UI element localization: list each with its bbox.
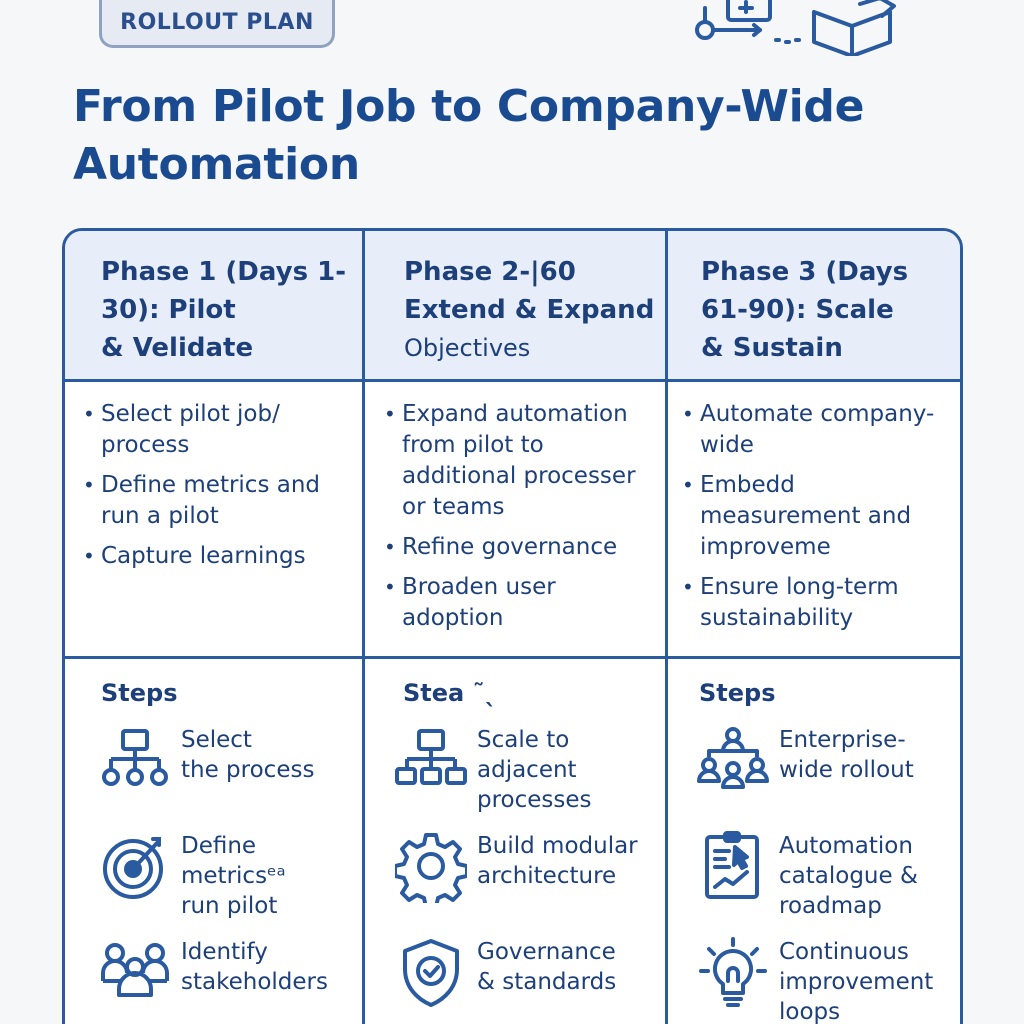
step-label: Enterprise- wide rollout (779, 727, 914, 783)
phase-2-heading: Phase 2-|60 Extend & Expand (404, 257, 655, 325)
rollout-plan-badge: ROLLOUT PLAN (99, 0, 335, 48)
list-item: Define metrics and run a pilot (83, 470, 341, 532)
header-divider (65, 379, 960, 382)
step-label: Define metricsᵉᵃ run pilot (181, 833, 286, 919)
step-label: Automation catalogue & roadmap (779, 833, 918, 919)
step-label: Continuous improvement loops (779, 939, 934, 1024)
phase-2-steps-label: Stea ˜ˎ (403, 679, 497, 707)
automation-flow-icon (695, 0, 896, 56)
column-divider-1 (362, 231, 365, 1024)
phase-1-objectives: Select pilot job/ process Define metrics… (83, 399, 341, 581)
list-item: Select pilot job/ process (83, 399, 341, 461)
org-chart-icon (102, 729, 168, 786)
step-label: Governance & standards (477, 939, 617, 995)
step-governance: Governance & standards (395, 937, 616, 1009)
clipboard-chart-icon (705, 831, 759, 899)
stakeholders-icon (101, 943, 169, 997)
list-item: Broaden user adoption (384, 572, 652, 634)
column-divider-2 (665, 231, 668, 1024)
step-select-process: Select the process (99, 725, 314, 797)
list-item: Capture learnings (83, 541, 341, 572)
page-title: From Pilot Job to Company-Wide Automatio… (73, 81, 865, 190)
gear-icon (395, 833, 467, 903)
list-item: Expand automation from pilot to addition… (384, 399, 652, 523)
step-define-metrics: Define metricsᵉᵃ run pilot (99, 831, 286, 921)
phase-3-objectives: Automate company-wide Embedd measurement… (682, 399, 940, 643)
phase-1-heading: Phase 1 (Days 1- 30): Pilot & Velidate (101, 257, 346, 363)
phase-1-header: Phase 1 (Days 1- 30): Pilot & Velidate (65, 231, 362, 382)
objectives-divider (65, 656, 960, 659)
step-modular-architecture: Build modular architecture (395, 831, 638, 903)
step-label: Scale to adjacent processes (477, 727, 592, 813)
phase-3-steps-label: Steps (699, 679, 776, 707)
step-identify-stakeholders: Identify stakeholders (99, 937, 328, 1009)
step-label: Select the process (181, 727, 315, 783)
phase-2-header: Phase 2-|60 Extend & Expand Objectives (365, 231, 665, 382)
target-icon (103, 837, 163, 899)
phase-3-heading: Phase 3 (Days 61-90): Scale & Sustain (701, 257, 909, 363)
phase-table: Phase 1 (Days 1- 30): Pilot & Velidate P… (62, 228, 963, 1024)
list-item: Refine governance (384, 532, 652, 563)
step-scale-adjacent: Scale to adjacent processes (395, 725, 592, 815)
list-item: Embedd measurement and improveme (682, 470, 940, 563)
step-automation-catalogue: Automation catalogue & roadmap (697, 831, 918, 921)
lightbulb-icon (699, 937, 767, 1007)
list-item: Automate company-wide (682, 399, 940, 461)
phase-1-steps-label: Steps (101, 679, 178, 707)
step-label: Identify stakeholders (181, 939, 328, 995)
phase-2-subheading: Objectives (404, 334, 531, 362)
team-network-icon (697, 727, 769, 789)
phase-2-objectives: Expand automation from pilot to addition… (384, 399, 652, 643)
list-item: Ensure long-term sustainability (682, 572, 940, 634)
step-continuous-improvement: Continuous improvement loops (697, 937, 933, 1024)
step-enterprise-rollout: Enterprise- wide rollout (697, 725, 914, 797)
shield-check-icon (403, 939, 459, 1007)
step-label: Build modular architecture (477, 833, 638, 889)
phase-3-header: Phase 3 (Days 61-90): Scale & Sustain (668, 231, 960, 382)
hierarchy-icon (395, 729, 467, 785)
